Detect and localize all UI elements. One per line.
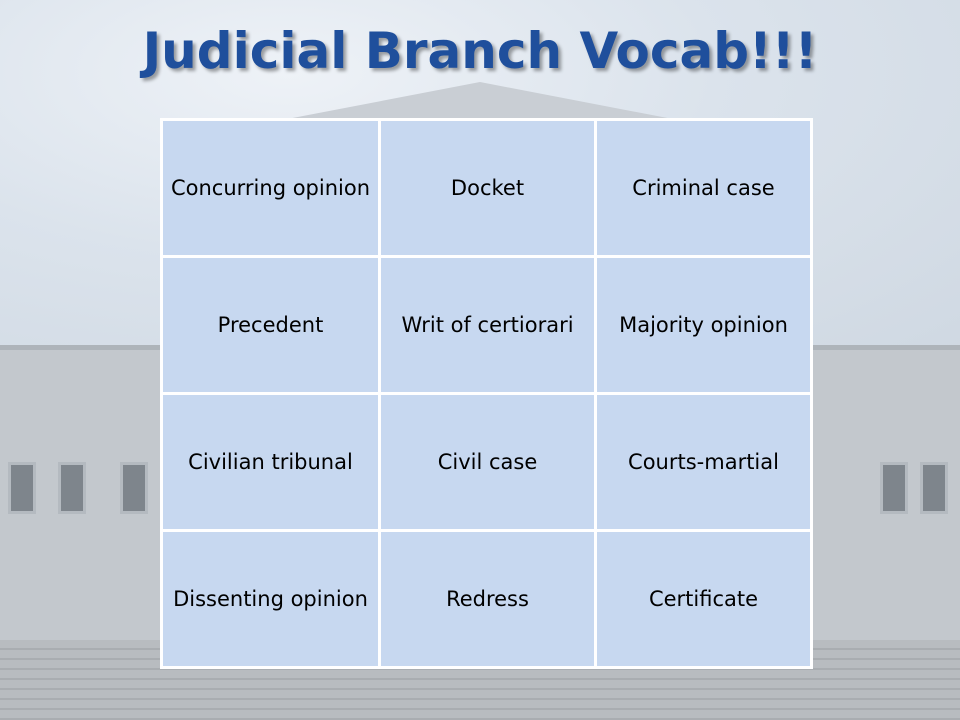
vocab-cell: Criminal case: [594, 118, 813, 258]
background-window: [880, 462, 908, 514]
slide-title: Judicial Branch Vocab!!!: [142, 22, 818, 80]
background-window: [8, 462, 36, 514]
vocab-cell: Concurring opinion: [160, 118, 381, 258]
vocab-cell: Redress: [378, 529, 597, 669]
vocab-cell: Courts-martial: [594, 392, 813, 532]
table-row: Concurring opinion Docket Criminal case: [160, 118, 813, 258]
vocab-cell: Precedent: [160, 255, 381, 395]
table-row: Civilian tribunal Civil case Courts-mart…: [160, 392, 813, 532]
vocab-cell: Certificate: [594, 529, 813, 669]
vocab-cell: Civil case: [378, 392, 597, 532]
vocab-table: Concurring opinion Docket Criminal case …: [160, 118, 813, 669]
background-window: [58, 462, 86, 514]
background-window: [120, 462, 148, 514]
vocab-cell: Majority opinion: [594, 255, 813, 395]
vocab-cell: Civilian tribunal: [160, 392, 381, 532]
vocab-cell: Dissenting opinion: [160, 529, 381, 669]
vocab-cell: Writ of certiorari: [378, 255, 597, 395]
vocab-cell: Docket: [378, 118, 597, 258]
table-row: Dissenting opinion Redress Certificate: [160, 529, 813, 669]
table-row: Precedent Writ of certiorari Majority op…: [160, 255, 813, 395]
background-window: [920, 462, 948, 514]
